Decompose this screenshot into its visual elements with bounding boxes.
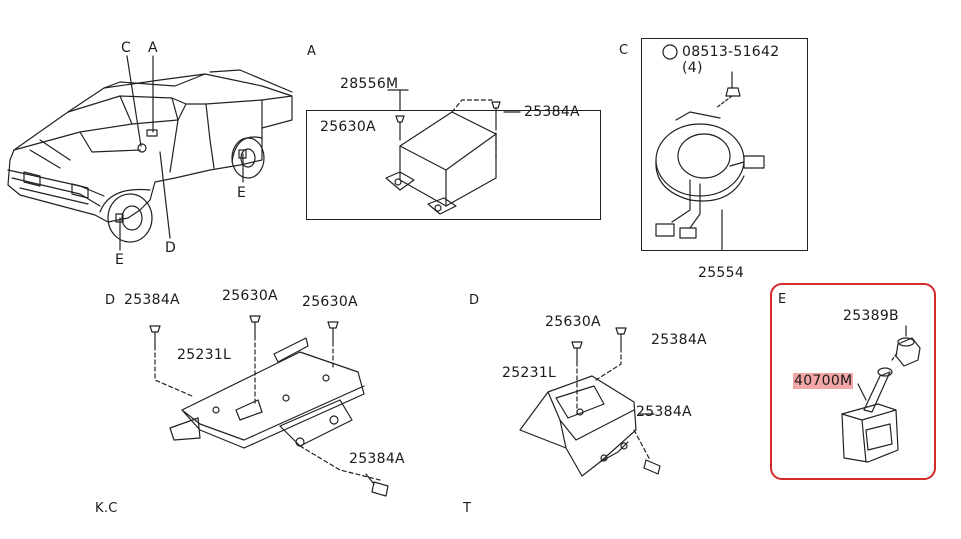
- part-25384a-label[interactable]: 25384A: [636, 404, 692, 420]
- truck-callout-c: C: [121, 40, 132, 56]
- section-a-drawing: [386, 90, 520, 214]
- section-c-drawing: [656, 45, 764, 250]
- part-08513-51642-label[interactable]: 08513-51642: [682, 44, 780, 60]
- section-e-highlight-frame: [770, 283, 936, 480]
- part-25389b-label[interactable]: 25389B: [843, 308, 899, 324]
- section-a-frame: [306, 110, 601, 220]
- truck-callout-e-front: E: [115, 252, 125, 268]
- part-25630a-label[interactable]: 25630A: [320, 119, 376, 135]
- section-d-kc-letter: D: [105, 293, 116, 308]
- variant-kc-label: K.C: [95, 501, 118, 516]
- part-25231l-label[interactable]: 25231L: [502, 365, 557, 381]
- part-25231l-label[interactable]: 25231L: [177, 347, 232, 363]
- section-c-letter: C: [619, 43, 629, 58]
- part-25384a-label[interactable]: 25384A: [651, 332, 707, 348]
- part-25630a-label[interactable]: 25630A: [545, 314, 601, 330]
- section-d-t-drawing: [520, 328, 660, 476]
- variant-t-label: T: [463, 501, 472, 516]
- part-screw-quantity: (4): [682, 60, 703, 76]
- part-25554-label[interactable]: 25554: [698, 265, 745, 281]
- section-c-frame: [641, 38, 808, 251]
- part-25384a-label[interactable]: 25384A: [524, 104, 580, 120]
- truck-callout-e-rear: E: [237, 185, 247, 201]
- section-a-letter: A: [307, 44, 317, 59]
- truck-callout-a: A: [148, 40, 158, 56]
- part-25630a-label[interactable]: 25630A: [222, 288, 278, 304]
- section-e-drawing: [842, 326, 920, 462]
- part-25384a-label[interactable]: 25384A: [349, 451, 405, 467]
- pickup-truck-illustration: [8, 56, 292, 250]
- truck-callout-d: D: [165, 240, 177, 256]
- section-d-t-letter: D: [469, 293, 480, 308]
- part-40700m-label-highlighted[interactable]: 40700M: [793, 373, 854, 389]
- section-e-letter: E: [778, 292, 787, 307]
- part-25630a-label[interactable]: 25630A: [302, 294, 358, 310]
- part-28556m-label[interactable]: 28556M: [340, 76, 399, 92]
- section-d-kc-drawing: [150, 316, 388, 496]
- part-25384a-label[interactable]: 25384A: [124, 292, 180, 308]
